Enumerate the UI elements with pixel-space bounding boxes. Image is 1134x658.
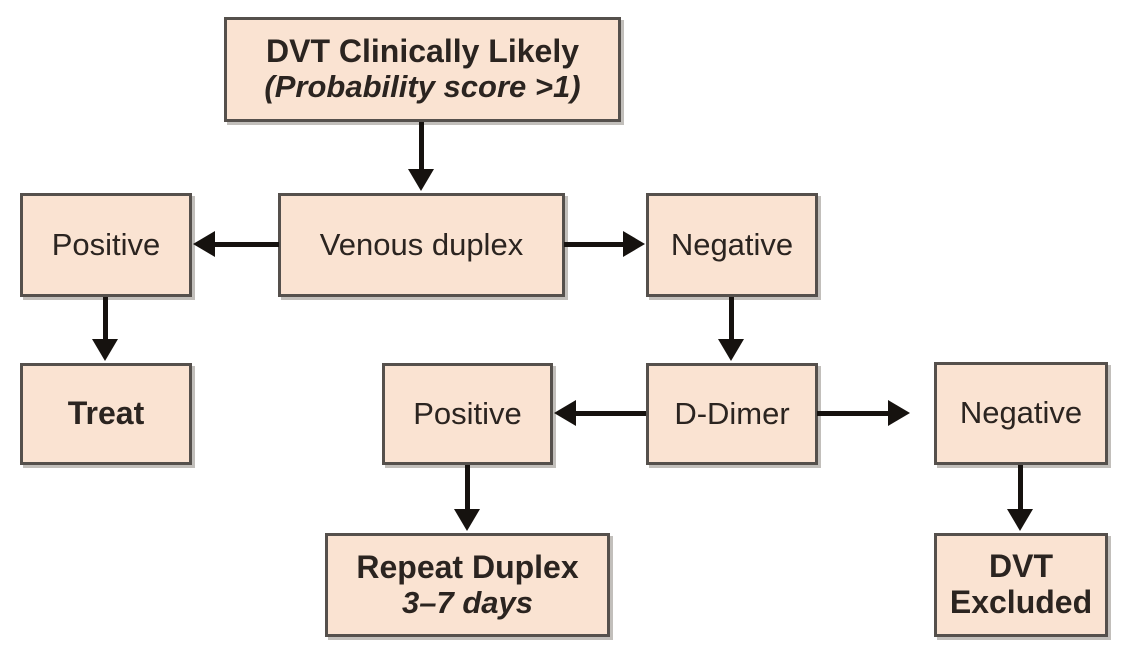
- edge-ddimer-to-positive-line: [576, 411, 647, 416]
- edge-negative-to-ddimer-line: [729, 297, 734, 341]
- edge-positive-to-treat-line: [103, 297, 108, 341]
- edge-duplex-to-positive-line: [215, 242, 279, 247]
- edge-negative-to-excluded-arrowhead: [1007, 509, 1033, 531]
- node-venous-duplex[interactable]: Venous duplex: [278, 193, 565, 297]
- node-negative-duplex[interactable]: Negative: [646, 193, 818, 297]
- edge-positive-to-repeat-arrowhead: [454, 509, 480, 531]
- edge-duplex-to-positive-arrowhead: [193, 231, 215, 257]
- edge-ddimer-to-negative-line: [817, 411, 889, 416]
- node-dvt-excluded[interactable]: DVT Excluded: [934, 533, 1108, 637]
- edge-likely-to-duplex-line: [419, 122, 424, 171]
- node-dvt-clinically-likely-line2: (Probability score >1): [264, 69, 581, 105]
- node-venous-duplex-label: Venous duplex: [319, 226, 524, 262]
- edge-negative-to-ddimer-arrowhead: [718, 339, 744, 361]
- edge-negative-to-excluded-line: [1018, 465, 1023, 511]
- node-positive-ddimer[interactable]: Positive: [382, 363, 553, 465]
- node-d-dimer[interactable]: D-Dimer: [646, 363, 818, 465]
- node-negative-ddimer-label: Negative: [959, 395, 1083, 431]
- node-repeat-duplex-line1: Repeat Duplex: [356, 548, 579, 585]
- edge-duplex-to-negative-line: [564, 242, 624, 247]
- edge-likely-to-duplex-arrowhead: [408, 169, 434, 191]
- edge-positive-to-repeat-line: [465, 465, 470, 511]
- node-dvt-excluded-line2: Excluded: [949, 584, 1093, 620]
- node-dvt-clinically-likely[interactable]: DVT Clinically Likely (Probability score…: [224, 17, 621, 122]
- node-treat[interactable]: Treat: [20, 363, 192, 465]
- node-positive-duplex[interactable]: Positive: [20, 193, 192, 297]
- edge-ddimer-to-positive-arrowhead: [554, 400, 576, 426]
- node-dvt-clinically-likely-line1: DVT Clinically Likely: [266, 33, 579, 70]
- edge-positive-to-treat-arrowhead: [92, 339, 118, 361]
- node-d-dimer-label: D-Dimer: [674, 395, 790, 431]
- node-repeat-duplex-line2: 3–7 days: [402, 584, 533, 620]
- node-negative-duplex-label: Negative: [670, 226, 794, 262]
- node-treat-label: Treat: [67, 395, 145, 432]
- edge-ddimer-to-negative-arrowhead: [888, 400, 910, 426]
- node-positive-duplex-label: Positive: [51, 226, 161, 262]
- node-positive-ddimer-label: Positive: [413, 395, 522, 431]
- node-repeat-duplex[interactable]: Repeat Duplex 3–7 days: [325, 533, 610, 637]
- edge-duplex-to-negative-arrowhead: [623, 231, 645, 257]
- node-dvt-excluded-line1: DVT: [989, 548, 1053, 585]
- node-negative-ddimer[interactable]: Negative: [934, 362, 1108, 465]
